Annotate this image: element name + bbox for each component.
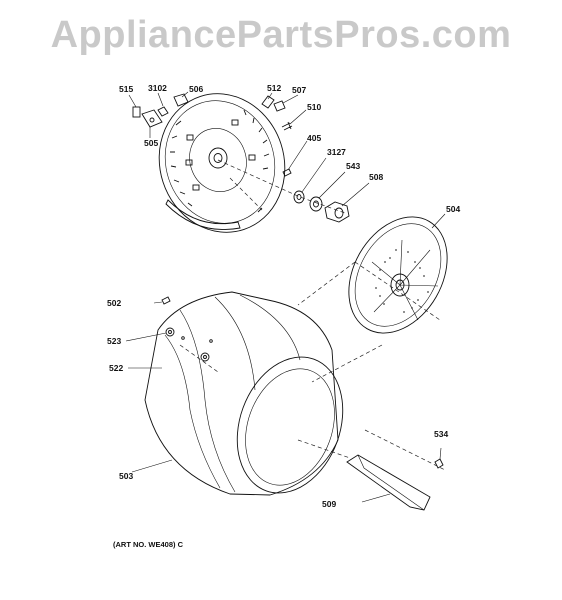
callout-509: 509 [322,499,336,509]
screw-405 [282,140,308,177]
callout-505: 505 [144,138,158,148]
bottom-screw [257,207,263,213]
callout-504: 504 [446,204,460,214]
callout-503: 503 [119,471,133,481]
screw-534 [434,447,444,469]
watermark-text: AppliancePartsPros.com [50,14,512,56]
bracket-505 [141,109,163,138]
washer-3127 [293,157,327,204]
callout-522: 522 [109,363,123,373]
part-512 [261,92,275,109]
shaft-508 [324,182,370,223]
callout-523: 523 [107,336,121,346]
callout-502: 502 [107,298,121,308]
bearing-543 [309,171,346,212]
callout-506: 506 [189,84,203,94]
callout-3127: 3127 [327,147,346,157]
callout-3102: 3102 [148,83,167,93]
part-506 [173,91,189,107]
callout-508: 508 [369,172,383,182]
callout-405: 405 [307,133,321,143]
drum-503 [144,291,344,496]
art-number: (ART NO. WE408) C [113,540,184,549]
rear-bulkhead [158,93,286,233]
callout-512: 512 [267,83,281,93]
callout-507: 507 [292,85,306,95]
callout-515: 515 [119,84,133,94]
baffle-509 [346,454,431,511]
callout-510: 510 [307,102,321,112]
part-507 [273,94,299,112]
bracket-515 [128,94,141,118]
callout-543: 543 [346,161,360,171]
part-3102 [157,92,169,117]
screw-502 [153,296,171,305]
drum-rear-plate-504 [348,213,448,334]
screw-510 [281,109,307,131]
callout-534: 534 [434,429,448,439]
